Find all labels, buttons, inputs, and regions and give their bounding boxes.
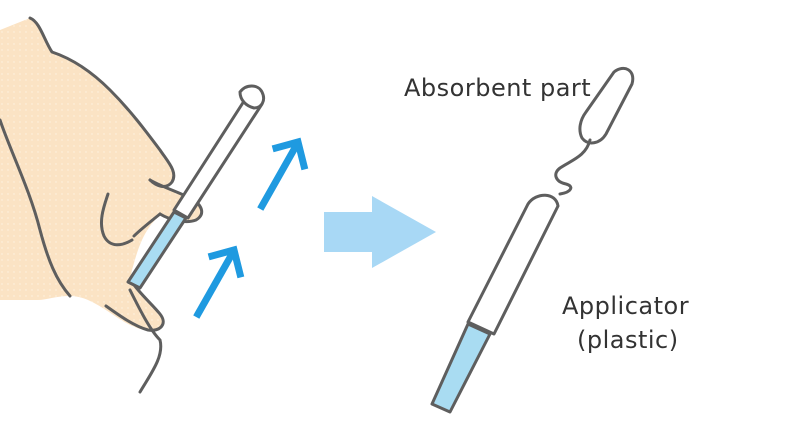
up-right-arrow-icon: [193, 245, 245, 319]
absorbent-part-label: Absorbent part: [404, 74, 592, 102]
right-arrow-icon: [324, 196, 436, 268]
applicator-tube-icon: [430, 193, 560, 414]
tampon-icon: [554, 67, 635, 196]
hand-icon: [0, 16, 204, 394]
held-tampon-icon: [126, 84, 266, 290]
plastic-label: (plastic): [577, 326, 679, 354]
applicator-label: Applicator: [562, 292, 690, 320]
up-right-arrow-icon: [257, 137, 309, 211]
